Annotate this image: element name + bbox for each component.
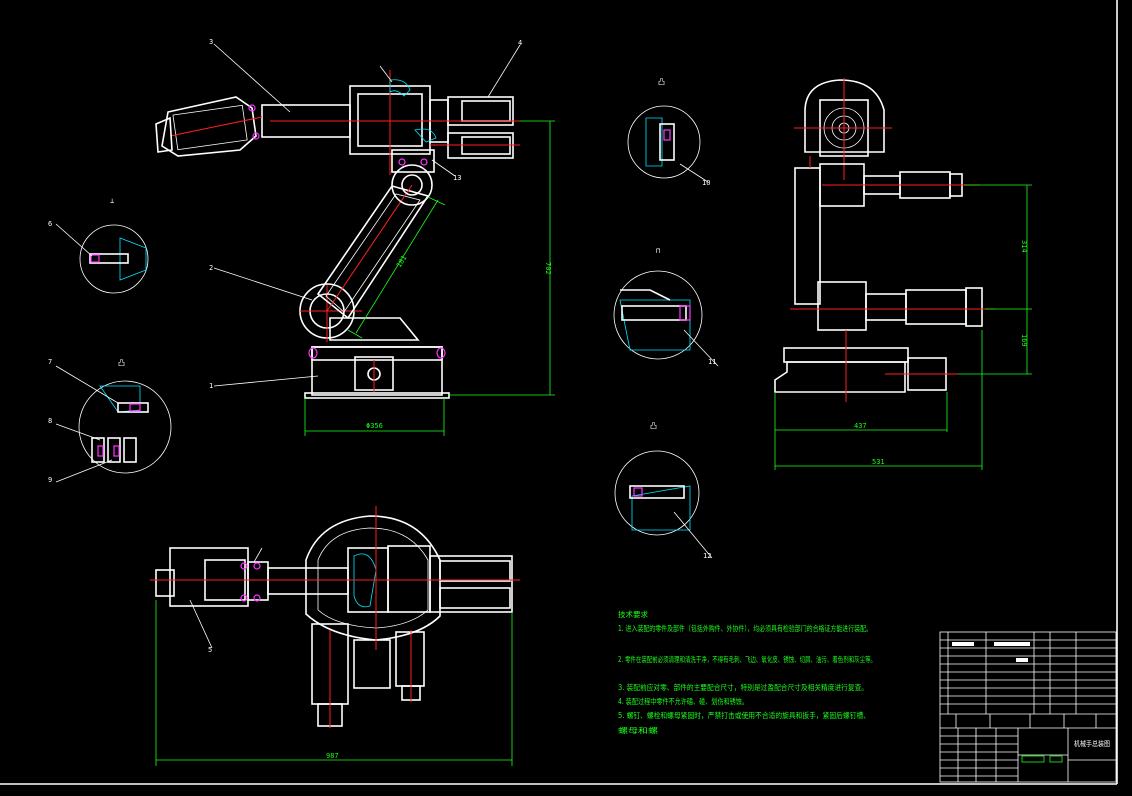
svg-text:⊥: ⊥ xyxy=(110,197,114,205)
label-8: 8 xyxy=(48,417,52,425)
svg-text:⊓: ⊓ xyxy=(656,247,660,255)
dim-total-height: 702 xyxy=(544,262,552,275)
side-view-dimensions xyxy=(774,184,1032,470)
svg-text:凸: 凸 xyxy=(650,422,657,430)
top-view xyxy=(150,506,520,728)
front-view-dimensions xyxy=(304,120,555,436)
label-2: 2 xyxy=(209,264,213,272)
tech-req-line-3: 3. 装配前应对零、部件的主要配合尺寸，特别是过盈配合尺寸及相关精度进行复查。 xyxy=(618,682,868,692)
detail-12: 凸 xyxy=(614,422,713,559)
dim-base-diameter: Φ356 xyxy=(366,422,383,430)
label-4: 4 xyxy=(518,39,522,47)
tech-req-line-4: 4. 装配过程中零件不允许磕、碰、划伤和锈蚀。 xyxy=(618,696,748,706)
dim-side-total-width: 531 xyxy=(872,458,885,466)
svg-text:凸: 凸 xyxy=(658,78,665,86)
technical-requirements: 技术要求 1. 进入装配的零件及部件（包括外购件、外协件），均必须具有检验部门的… xyxy=(618,609,876,735)
label-11: 11 xyxy=(708,358,716,366)
label-5: 5 xyxy=(208,646,212,654)
dim-side-upper: 314 xyxy=(1020,240,1028,253)
label-13: 13 xyxy=(453,174,461,182)
dim-side-lower: 169 xyxy=(1020,334,1028,347)
tech-req-title: 技术要求 xyxy=(618,609,648,619)
tech-req-line-2: 2. 零件在装配前必须清理和清洗干净，不得有毛刺、飞边、氧化皮、锈蚀、切屑、油污… xyxy=(618,654,876,664)
dim-upper-arm: 181 xyxy=(395,254,408,269)
front-view xyxy=(155,70,520,399)
label-1: 1 xyxy=(209,382,213,390)
dim-side-base-width: 437 xyxy=(854,422,867,430)
tech-req-line-1: 1. 进入装配的零件及部件（包括外购件、外协件），均必须具有检验部门的合格证方能… xyxy=(618,623,872,633)
detail-6: ⊥ xyxy=(55,197,149,294)
label-6: 6 xyxy=(48,220,52,228)
title-block-rows xyxy=(940,639,1116,782)
tech-req-line-5: 5. 螺钉、螺栓和螺母紧固时，严禁打击或使用不合适的旋具和扳手，紧固后螺钉槽、 xyxy=(618,710,870,720)
label-7: 7 xyxy=(48,358,52,366)
side-view xyxy=(774,78,995,402)
dim-top-length: 987 xyxy=(326,752,339,760)
drawing-frame xyxy=(0,0,1118,785)
label-10: 10 xyxy=(702,179,710,187)
tech-req-line-6: 螺母和螺 xyxy=(618,725,659,735)
detail-11: ⊓ xyxy=(613,247,719,367)
drawing-name: 机械手总装图 xyxy=(1074,739,1110,748)
top-view-dimensions xyxy=(155,547,513,766)
detail-7-8-9: 凸 xyxy=(55,359,172,483)
svg-text:凸: 凸 xyxy=(118,359,125,367)
detail-10: 凸 xyxy=(627,78,709,183)
label-12: 12 xyxy=(703,552,711,560)
title-block xyxy=(939,631,1117,783)
front-view-leaders xyxy=(213,43,521,387)
label-9: 9 xyxy=(48,476,52,484)
label-3: 3 xyxy=(209,38,213,46)
